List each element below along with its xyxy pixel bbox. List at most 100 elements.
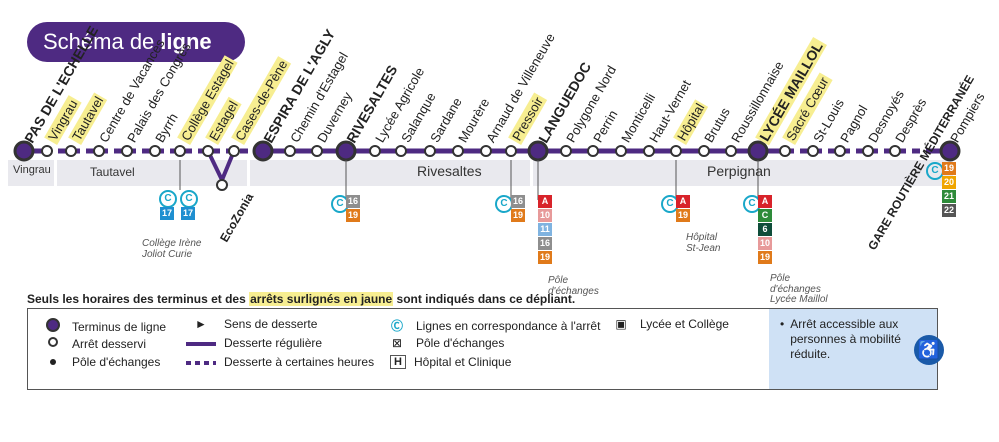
- legend-lycee: ▣ Lycée et Collège: [610, 317, 729, 331]
- zone-label-tautavel: Tautavel: [90, 165, 135, 179]
- stop-marker: [747, 140, 769, 162]
- languedoc-pole-label: Pôle d'échanges: [548, 275, 599, 297]
- stop-marker: [149, 145, 161, 157]
- note-part2: sont indiqués dans ce dépliant.: [396, 292, 576, 306]
- stop-marker: [202, 145, 214, 157]
- line-badge: 10: [758, 237, 772, 250]
- legend-sens: ► Sens de desserte: [186, 317, 317, 331]
- stop-marker: [121, 145, 133, 157]
- stop-marker: [560, 145, 572, 157]
- line-badge: A: [758, 195, 772, 208]
- legend-desservi-label: Arrêt desservi: [72, 336, 147, 351]
- legend-terminus: Terminus de ligne: [42, 317, 166, 336]
- stop-marker: [228, 145, 240, 157]
- stop-marker: [335, 140, 357, 162]
- line-badge: 22: [942, 204, 956, 217]
- legend-accessible: • Arrêt accessible aux personnes à mobil…: [780, 317, 910, 362]
- zone-band-perpignan: [533, 160, 953, 186]
- accessible-dot-icon: •: [780, 317, 785, 331]
- stop-marker: [698, 145, 710, 157]
- line-badge: 21: [942, 190, 956, 203]
- stop-marker: [615, 145, 627, 157]
- stop-marker: [284, 145, 296, 157]
- line-badge: 19: [511, 209, 525, 222]
- college-label: Collège Irène Joliot Curie: [142, 238, 202, 260]
- legend-pole: Pôle d'échanges: [42, 355, 160, 369]
- stop-marker: [369, 145, 381, 157]
- hub-dot-icon: [42, 355, 64, 369]
- hospital-icon: H: [390, 355, 406, 369]
- line-badge: 6: [758, 223, 772, 236]
- zone-label-rivesaltes: Rivesaltes: [417, 163, 482, 179]
- stop-marker: [424, 145, 436, 157]
- line-badge: 19: [676, 209, 690, 222]
- stop-markers: [13, 140, 961, 162]
- line-badge: 20: [942, 176, 956, 189]
- stop-marker: [725, 145, 737, 157]
- branch-stop-marker: [216, 179, 228, 191]
- line-badge: 17: [160, 207, 174, 220]
- stop-marker: [452, 145, 464, 157]
- corresp-icon: C: [159, 190, 177, 208]
- line-badge: 17: [181, 207, 195, 220]
- legend-reguliere-label: Desserte régulière: [224, 336, 323, 350]
- legend-desservi: Arrêt desservi: [42, 336, 146, 351]
- corresp-icon: C: [180, 190, 198, 208]
- stop-marker: [527, 140, 549, 162]
- legend-reguliere: Desserte régulière: [186, 336, 322, 350]
- line-badge: A: [538, 195, 552, 208]
- zone-band-vingrau: [8, 160, 54, 186]
- legend-certaines: Desserte à certaines heures: [186, 355, 374, 369]
- note-part1: Seuls les horaires des terminus et des: [27, 292, 246, 306]
- stop-marker: [807, 145, 819, 157]
- stop-marker: [643, 145, 655, 157]
- stop-marker: [13, 140, 35, 162]
- stop-marker: [779, 145, 791, 157]
- zone-band-rivesaltes: [250, 160, 530, 186]
- line-badge: 19: [942, 162, 956, 175]
- stop-marker: [311, 145, 323, 157]
- stop-marker: [862, 145, 874, 157]
- solid-line-icon: [186, 336, 216, 350]
- terminus-end-marker: [939, 140, 961, 162]
- legend-hopital: H Hôpital et Clinique: [386, 355, 511, 369]
- stop-marker: [587, 145, 599, 157]
- stop-marker: [670, 145, 682, 157]
- zone-label-perpignan: Perpignan: [707, 163, 771, 179]
- stop-marker: [65, 145, 77, 157]
- legend-accessible-label: Arrêt accessible aux personnes à mobilit…: [790, 317, 901, 361]
- note-text: Seuls les horaires des terminus et des a…: [27, 292, 575, 306]
- title-part1: Schéma de: [43, 29, 155, 54]
- terminus-icon: [42, 317, 64, 336]
- dashed-line-icon: [186, 355, 216, 369]
- maillol-lycee-label: Lycée Maillol: [770, 294, 828, 305]
- zone-label-vingrau: Vingrau: [13, 164, 51, 176]
- legend-correspondance-label: Lignes en correspondance à l'arrêt: [416, 318, 601, 333]
- legend-pole-label: Pôle d'échanges: [72, 355, 161, 369]
- stop-icon: [42, 336, 64, 351]
- stop-marker: [395, 145, 407, 157]
- line-badge: 16: [346, 195, 360, 208]
- legend-sens-label: Sens de desserte: [224, 317, 318, 331]
- stop-marker: [93, 145, 105, 157]
- legend-hopital-label: Hôpital et Clinique: [414, 355, 512, 369]
- legend-pole-echanges-label: Pôle d'échanges: [416, 336, 505, 350]
- hopital-label: Hôpital St-Jean: [686, 232, 721, 254]
- stop-marker: [480, 145, 492, 157]
- note-highlight: arrêts surlignés en jaune: [249, 292, 394, 306]
- school-icon: ▣: [615, 317, 627, 331]
- arrow-right-icon: ►: [195, 317, 207, 331]
- legend-box: Terminus de ligne Arrêt desservi Pôle d'…: [27, 308, 944, 390]
- line-badge: 19: [538, 251, 552, 264]
- legend-certaines-label: Desserte à certaines heures: [224, 355, 375, 369]
- hub-icon: ⊠: [391, 336, 403, 350]
- legend-pole-echanges: ⊠ Pôle d'échanges: [386, 336, 504, 350]
- line-badge: C: [758, 209, 772, 222]
- title-part2: ligne: [160, 29, 212, 54]
- stop-marker: [889, 145, 901, 157]
- line-badge: 16: [511, 195, 525, 208]
- legend-terminus-label: Terminus de ligne: [72, 319, 167, 334]
- stop-marker: [505, 145, 517, 157]
- line-badge: 19: [758, 251, 772, 264]
- corresp-icon: Ⓒ: [390, 319, 403, 333]
